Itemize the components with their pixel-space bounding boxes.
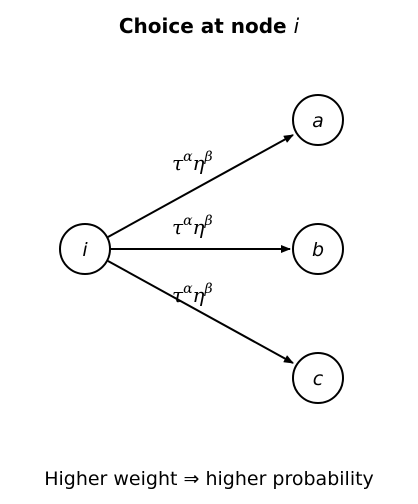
node-c-label: c: [313, 368, 324, 390]
node-a-label: a: [312, 110, 324, 132]
edge-label-i-c-sup2: β: [204, 281, 213, 297]
node-a: a: [292, 94, 344, 146]
diagram-title: Choice at node i: [0, 14, 418, 38]
edge-label-i-c-base2: η: [193, 283, 205, 307]
node-i-circle: [59, 223, 111, 275]
node-i: i: [59, 223, 111, 275]
edge-label-i-b-sup1: α: [183, 213, 193, 229]
node-c: c: [292, 352, 344, 404]
diagram-caption: Higher weight ⇒ higher probability: [44, 468, 374, 490]
edge-label-i-a-base1: τ: [172, 151, 184, 175]
edge-label-i-a: ταηβ: [172, 149, 213, 175]
edge-i-a: [107, 134, 294, 238]
edge-i-c: [107, 260, 294, 364]
node-b-label: b: [312, 239, 324, 261]
node-a-circle: [292, 94, 344, 146]
edge-label-i-a-sup1: α: [183, 149, 193, 165]
node-b-circle: [292, 223, 344, 275]
edge-label-i-b-base1: τ: [172, 215, 184, 239]
edge-label-i-b-base2: η: [193, 215, 205, 239]
edge-label-i-c-base1: τ: [172, 283, 184, 307]
edge-label-i-a-sup2: β: [204, 149, 213, 165]
edge-label-i-c-sup1: α: [183, 281, 193, 297]
node-c-circle: [292, 352, 344, 404]
node-b: b: [292, 223, 344, 275]
edge-label-i-a-base2: η: [193, 151, 205, 175]
edge-label-i-b-sup2: β: [204, 213, 213, 229]
edge-label-i-b: ταηβ: [172, 213, 213, 239]
title-node-var: i: [293, 14, 300, 38]
node-i-label: i: [82, 239, 88, 261]
title-text: Choice at node: [118, 14, 294, 38]
edge-label-i-c: ταηβ: [172, 281, 213, 307]
